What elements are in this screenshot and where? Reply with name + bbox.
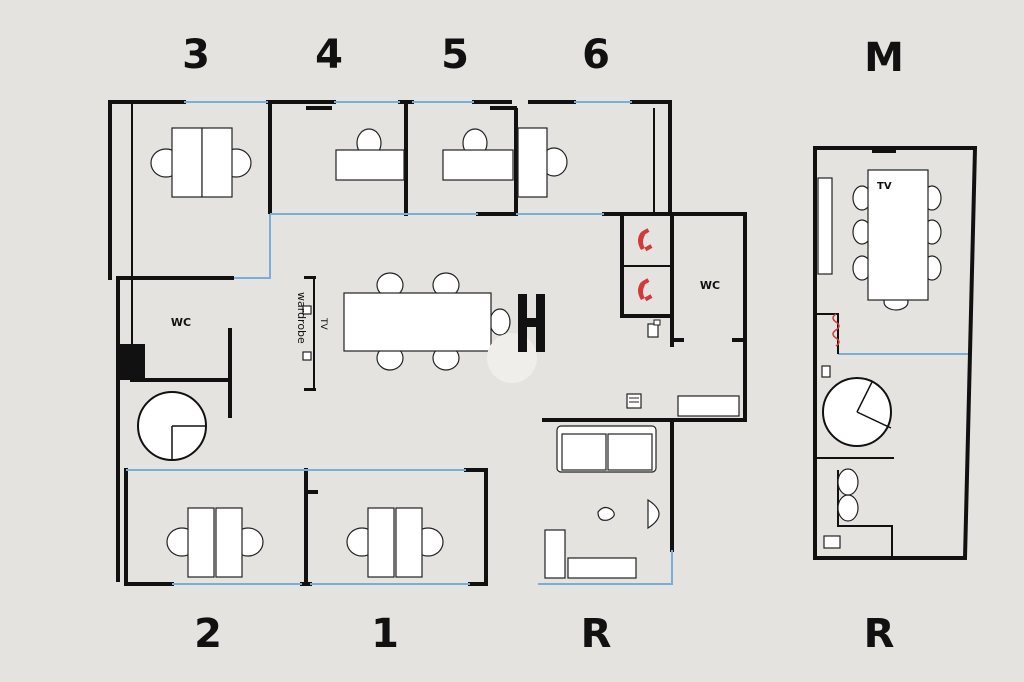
radiator-icon	[832, 313, 840, 347]
room-label-reception: R	[580, 611, 612, 657]
coffee-machine-icon	[647, 319, 661, 338]
room-label-6: 6	[582, 32, 610, 78]
room-4-desk	[335, 128, 405, 181]
annex-stair-circle	[822, 377, 892, 447]
coffee-machine-icon	[821, 365, 831, 378]
room-label-2: 2	[194, 611, 222, 657]
phone-icon	[638, 228, 653, 252]
wardrobe	[302, 276, 316, 391]
wardrobe-tv-label: TV	[318, 318, 328, 330]
room-label-4: 4	[315, 32, 343, 78]
annex-meeting-table	[852, 169, 942, 311]
meeting-table	[343, 272, 511, 371]
room-label-m: M	[864, 35, 904, 81]
room-5-desk	[442, 128, 514, 181]
printer-icon	[626, 393, 642, 409]
counter	[677, 395, 740, 417]
phone-icon	[638, 278, 653, 302]
wc-left-label: WC	[170, 316, 192, 329]
main-walls	[108, 100, 747, 586]
h-marker	[487, 294, 545, 383]
room-label-5: 5	[441, 32, 469, 78]
tv-label: TV	[877, 181, 892, 192]
toilet	[837, 468, 859, 496]
plant-icon	[597, 506, 615, 521]
room-1-desks	[346, 507, 444, 578]
windows	[126, 101, 970, 585]
wardrobe-label: wardrobe	[295, 292, 308, 344]
room-6-desk	[517, 127, 568, 198]
sofa	[556, 425, 657, 473]
wc-right-label: WC	[699, 279, 721, 292]
door-swing	[647, 498, 660, 530]
sideboard	[817, 177, 833, 275]
room-label-annex-reception: R	[863, 611, 895, 657]
room-2-desks	[166, 507, 264, 578]
toilet	[837, 494, 859, 522]
room-label-3: 3	[182, 32, 210, 78]
room-label-1: 1	[371, 611, 399, 657]
reception-counter	[567, 557, 637, 579]
column	[118, 344, 145, 380]
stair-circle	[137, 391, 207, 461]
printer-icon	[823, 535, 841, 549]
reception-desk	[544, 529, 566, 579]
room-3-desks	[150, 127, 252, 198]
